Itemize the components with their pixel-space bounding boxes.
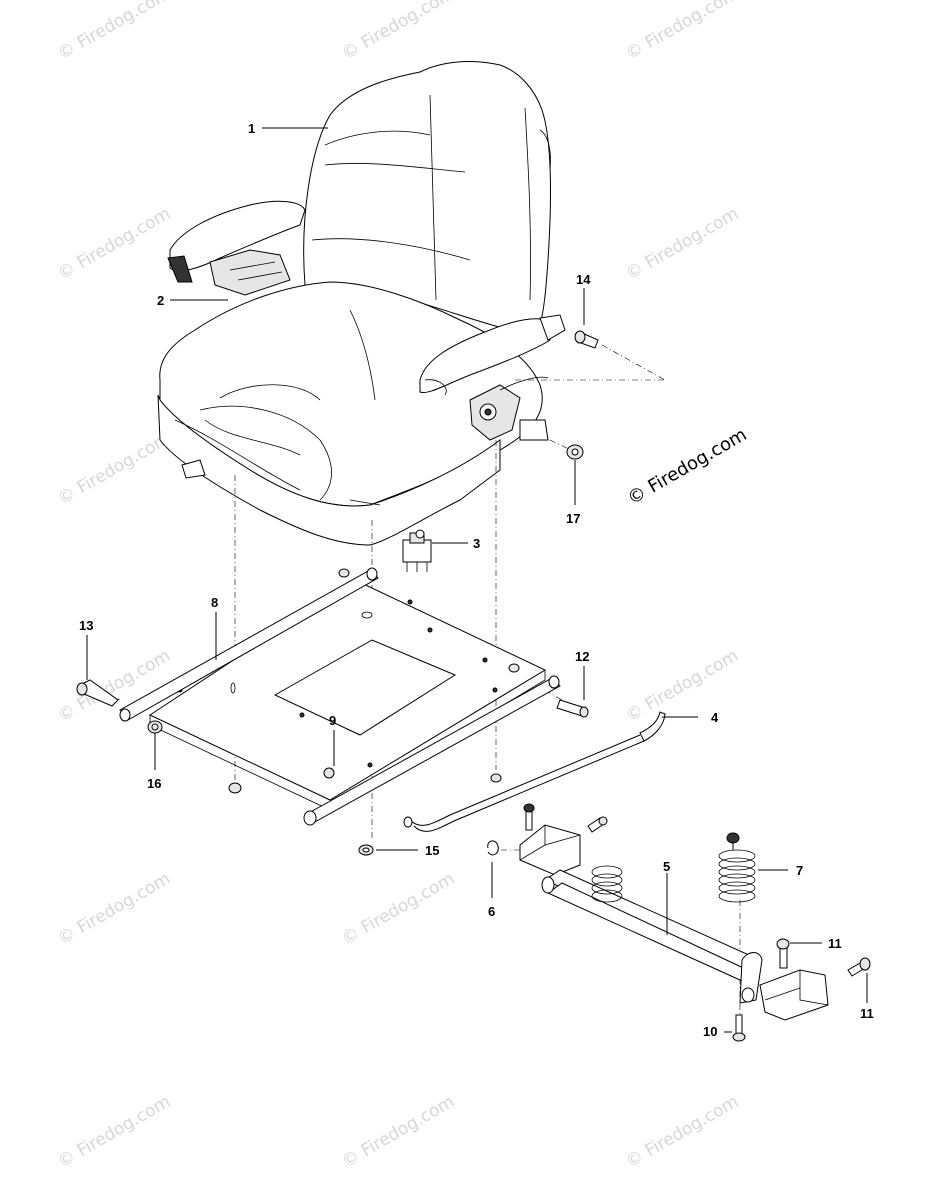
- watermark: © Firedog.com: [339, 0, 458, 64]
- callout-1: 1: [248, 121, 255, 136]
- watermark: © Firedog.com: [55, 204, 174, 285]
- callout-2: 2: [157, 293, 164, 308]
- bolt-11a: [779, 947, 788, 969]
- watermark: © Firedog.com: [623, 0, 742, 64]
- callout-9: 9: [329, 713, 336, 728]
- watermark: © Firedog.com: [55, 429, 174, 510]
- callout-7: 7: [796, 863, 803, 878]
- leader-lines: [86, 127, 868, 1033]
- tube-spring: [591, 865, 623, 903]
- callout-11b: 11: [860, 1006, 874, 1021]
- callout-4: 4: [711, 710, 719, 725]
- watermark: © Firedog.com: [623, 646, 742, 727]
- callout-6: 6: [488, 904, 495, 919]
- copyright-mark: © Firedog.com: [624, 424, 750, 509]
- watermark: © Firedog.com: [623, 1092, 742, 1173]
- watermark: © Firedog.com: [623, 204, 742, 285]
- callout-13: 13: [79, 618, 93, 633]
- spring-7: [718, 832, 756, 903]
- bolt-10: [735, 1014, 743, 1036]
- seat-assembly: [157, 61, 566, 546]
- seat-mount-plate: [119, 567, 561, 826]
- callout-12: 12: [575, 649, 589, 664]
- end-bracket: [759, 969, 829, 1021]
- right-armrest: [419, 318, 551, 394]
- nut-9: [323, 767, 335, 779]
- callout-3: 3: [473, 536, 480, 551]
- watermark: © Firedog.com: [55, 1092, 174, 1173]
- clip-6: [487, 840, 499, 856]
- left-seat-bracket: [209, 249, 291, 296]
- watermark: © Firedog.com: [55, 869, 174, 950]
- watermark: © Firedog.com: [339, 869, 458, 950]
- left-armrest: [169, 200, 306, 272]
- callout-8: 8: [211, 595, 218, 610]
- callout-5: 5: [663, 859, 670, 874]
- suspension-assembly: [487, 803, 871, 1042]
- callout-labels: 1 2 3 4 5 6 7 8 9 10 11 11 12 13 14 15 1…: [79, 121, 874, 1039]
- callout-10: 10: [703, 1024, 717, 1039]
- callout-11a: 11: [828, 936, 842, 951]
- latch-rod: [403, 711, 666, 832]
- callout-14: 14: [576, 272, 591, 287]
- callout-16: 16: [147, 776, 161, 791]
- seat-switch: [402, 529, 432, 572]
- callout-15: 15: [425, 843, 439, 858]
- watermark: © Firedog.com: [339, 1092, 458, 1173]
- watermark: © Firedog.com: [55, 0, 174, 64]
- fasteners: [76, 330, 599, 856]
- plate-cutout: [273, 639, 457, 736]
- callout-17: 17: [566, 511, 580, 526]
